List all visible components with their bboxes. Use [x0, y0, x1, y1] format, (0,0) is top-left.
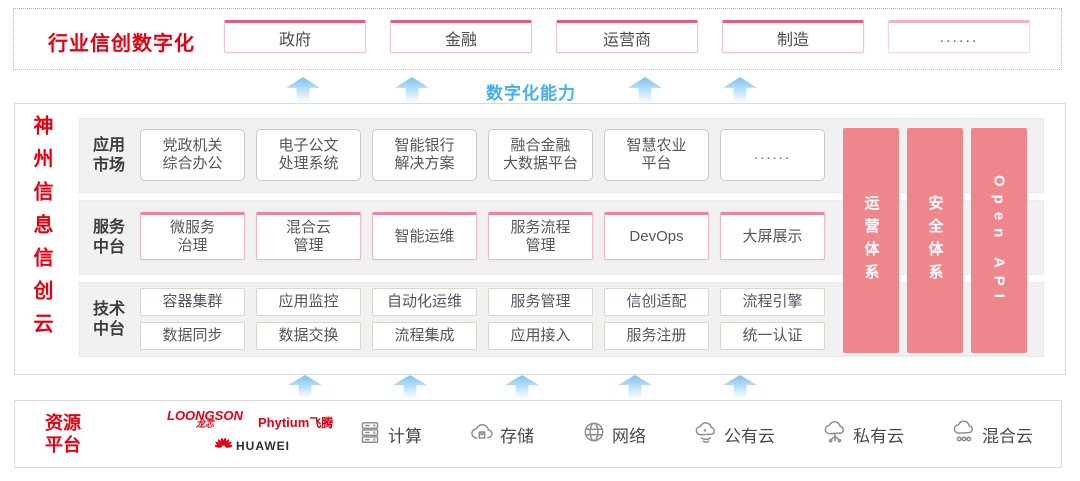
storage-icon	[469, 419, 495, 450]
tech-chip: 流程引擎	[720, 288, 825, 316]
network-icon	[581, 419, 607, 450]
tech-chip: 应用监控	[256, 288, 361, 316]
resource-section-title: 资源 平台	[45, 413, 81, 455]
resource-item: 混合云	[951, 419, 1033, 450]
tech-chip: 自动化运维	[372, 288, 477, 316]
resource-label: 公有云	[724, 426, 775, 446]
compute-icon	[357, 419, 383, 450]
phytium-logo: Phytium飞腾	[258, 414, 333, 431]
resource-label: 计算	[388, 426, 422, 446]
tech-chip: 服务管理	[488, 288, 593, 316]
service-chip: 大屏展示	[720, 212, 825, 260]
tech-chip: 服务注册	[604, 322, 709, 350]
public-cloud-icon	[693, 419, 719, 450]
resource-item: 计算	[357, 419, 422, 450]
industry-list: 政府金融运营商制造......	[224, 20, 1030, 53]
pillar: 运营体系	[843, 128, 899, 353]
tech-platform-chips: 容器集群应用监控自动化运维服务管理信创适配流程引擎数据同步数据交换流程集成应用接…	[140, 288, 825, 350]
band-label-app-market: 应用 市场	[93, 136, 126, 174]
tech-chip: 数据同步	[140, 322, 245, 350]
industry-section-title: 行业信创数字化	[48, 33, 195, 55]
up-arrow-icon	[395, 77, 429, 103]
resource-item: 网络	[581, 419, 646, 450]
loongson-wordmark: LOONGSON	[167, 408, 243, 423]
resource-item: 存储	[469, 419, 534, 450]
up-arrow-icon	[505, 375, 539, 399]
tech-chip: 流程集成	[372, 322, 477, 350]
phytium-chinese: 飞腾	[309, 416, 334, 430]
up-arrow-icon	[618, 375, 652, 399]
industry-section: 行业信创数字化 政府金融运营商制造......	[13, 8, 1062, 70]
up-arrow-icon	[723, 77, 757, 103]
phytium-wordmark: Phytium	[258, 415, 310, 430]
industry-box: ......	[888, 20, 1030, 53]
loongson-chinese: 龙芯	[195, 419, 214, 429]
up-arrow-icon	[288, 375, 322, 399]
band-label-service-platform: 服务 中台	[93, 218, 126, 256]
industry-box: 政府	[224, 20, 366, 53]
service-chip: 服务流程 管理	[488, 212, 593, 260]
service-chip: 智能运维	[372, 212, 477, 260]
industry-box: 金融	[390, 20, 532, 53]
pillar: Open API	[971, 128, 1027, 353]
resource-section: 资源 平台 LOONGSON 龙芯 Phytium飞腾	[14, 400, 1062, 468]
pillar: 安全体系	[907, 128, 963, 353]
hybrid-cloud-icon	[951, 419, 977, 450]
tech-chip: 统一认证	[720, 322, 825, 350]
tech-chip: 信创适配	[604, 288, 709, 316]
tech-chip: 容器集群	[140, 288, 245, 316]
private-cloud-icon	[822, 419, 848, 450]
tech-chip: 应用接入	[488, 322, 593, 350]
up-arrow-icon	[628, 77, 662, 103]
platform-title: 神州信息信创云	[30, 115, 52, 346]
tech-chip: 数据交换	[256, 322, 361, 350]
app-chip: ......	[720, 129, 825, 181]
resource-label: 混合云	[982, 426, 1033, 446]
app-chip: 智慧农业 平台	[604, 129, 709, 181]
up-arrow-icon	[723, 375, 757, 399]
service-chip: DevOps	[604, 212, 709, 260]
band-tech-platform: 技术 中台 容器集群应用监控自动化运维服务管理信创适配流程引擎数据同步数据交换流…	[79, 282, 1044, 357]
resource-label: 存储	[500, 426, 534, 446]
up-arrow-icon	[286, 77, 320, 103]
resource-item: 公有云	[693, 419, 775, 450]
app-chip: 融合金融 大数据平台	[488, 129, 593, 181]
huawei-logo: HUAWEI	[214, 437, 290, 455]
band-label-tech-platform: 技术 中台	[93, 300, 126, 338]
resource-list: 计算 存储 网络 公有云 私有云 混合云	[357, 401, 1033, 467]
resource-label: 私有云	[853, 426, 904, 446]
up-arrow-icon	[393, 375, 427, 399]
service-chip: 混合云 管理	[256, 212, 361, 260]
app-market-chips: 党政机关 综合办公电子公文 处理系统智能银行 解决方案融合金融 大数据平台智慧农…	[140, 129, 825, 181]
app-chip: 电子公文 处理系统	[256, 129, 361, 181]
industry-box: 运营商	[556, 20, 698, 53]
service-chip: 微服务 治理	[140, 212, 245, 260]
huawei-wordmark: HUAWEI	[236, 439, 290, 453]
platform-section: 神州信息信创云 应用 市场 党政机关 综合办公电子公文 处理系统智能银行 解决方…	[14, 103, 1066, 375]
capability-label: 数字化能力	[486, 84, 576, 103]
app-chip: 党政机关 综合办公	[140, 129, 245, 181]
industry-box: 制造	[722, 20, 864, 53]
resource-item: 私有云	[822, 419, 904, 450]
app-chip: 智能银行 解决方案	[372, 129, 477, 181]
huawei-flower-icon	[214, 437, 233, 455]
loongson-logo: LOONGSON 龙芯	[167, 408, 243, 429]
resource-label: 网络	[612, 426, 646, 446]
